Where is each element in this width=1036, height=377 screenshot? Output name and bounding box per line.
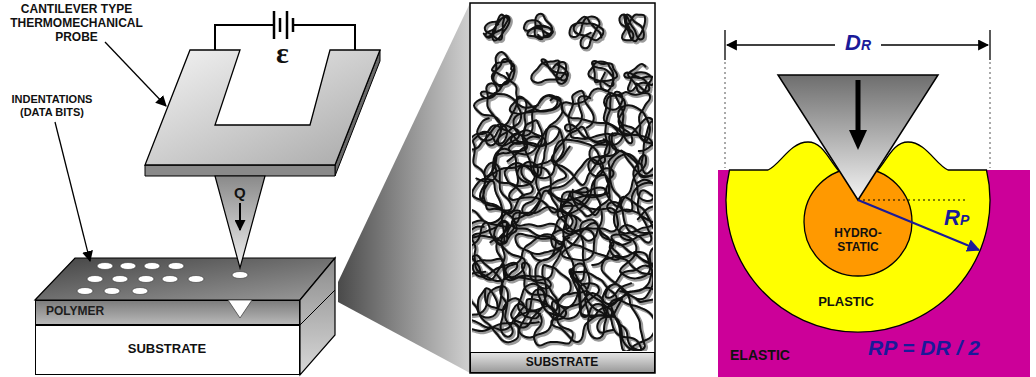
- part-label: INDENTATIONS (DATA BITS): [2, 93, 102, 118]
- indentation-holes: [77, 263, 248, 295]
- polymer-chain: [624, 64, 653, 93]
- heat-arrow: [239, 203, 241, 230]
- battery-plate: [292, 18, 295, 32]
- battery-plate: [279, 18, 282, 32]
- data-bit-hole: [120, 263, 136, 270]
- formula: RP = DR / 2: [868, 336, 1028, 360]
- polymer-chain: [569, 17, 603, 49]
- substrate-block: SUBSTRATE: [35, 325, 300, 375]
- elastic-region: HYDRO- STATIC PLASTIC ELASTIC RP = DR / 2: [718, 135, 1030, 377]
- data-bit-hole: [132, 288, 148, 295]
- polymer-chains: [472, 14, 653, 351]
- polymer-chain: [472, 221, 525, 280]
- leader-arrow: [105, 42, 166, 106]
- cantilever-front: [145, 165, 335, 176]
- battery-symbol: [274, 11, 293, 39]
- data-bit-hole: [188, 276, 204, 283]
- extension-line: [990, 62, 991, 168]
- elastic-region-shape: [718, 142, 1030, 377]
- polymer-chain: [569, 264, 622, 318]
- data-bit-hole: [112, 276, 128, 283]
- cantilever-side: [335, 50, 380, 176]
- battery-plate: [273, 11, 276, 39]
- polymer-chain: [619, 14, 645, 41]
- layer-label: SUBSTRATE: [36, 342, 298, 357]
- data-bit-hole: [232, 272, 248, 279]
- zoom-wedge: [338, 3, 470, 373]
- radius-label: RP: [944, 205, 969, 230]
- polymer-chain: [609, 118, 653, 177]
- battery-plate: [286, 11, 289, 39]
- extension-line: [725, 62, 726, 168]
- polymer-chain: [558, 187, 618, 240]
- data-bit-hole: [87, 276, 103, 283]
- layer-label: SUBSTRATE: [471, 356, 653, 370]
- layer-boundary: [300, 290, 335, 325]
- dimension-tick: [989, 30, 990, 60]
- voltage-symbol: ε: [276, 36, 289, 71]
- region-label: HYDRO- STATIC: [823, 227, 893, 255]
- polymer-chain: [602, 252, 653, 304]
- polymer-chain: [597, 295, 653, 351]
- data-bit-hole: [104, 288, 120, 295]
- data-bit-hole: [162, 276, 178, 283]
- data-bit-hole: [168, 263, 184, 270]
- data-bit-hole: [77, 288, 93, 295]
- hydrostatic-core-shape: [804, 168, 912, 276]
- slab-side-face: [300, 258, 335, 375]
- data-bit-hole: [138, 276, 154, 283]
- dimension-label: DR: [835, 30, 881, 55]
- dimension-tick: [724, 30, 725, 60]
- part-label: CANTILEVER TYPE THERMOMECHANICAL PROBE: [4, 3, 149, 44]
- polymer-top-face: [35, 258, 335, 300]
- inset-substrate: SUBSTRATE: [470, 352, 655, 373]
- polymer-chain: [472, 286, 524, 342]
- polymer-chain: [531, 59, 568, 84]
- probe-tip: [215, 176, 265, 268]
- hydrostatic-core: HYDRO- STATIC: [803, 167, 913, 277]
- region-label: PLASTIC: [786, 295, 906, 310]
- region-label: ELASTIC: [730, 347, 790, 363]
- cantilever-top: [145, 50, 380, 165]
- leader-arrow: [55, 122, 90, 261]
- load-arrow: [856, 80, 861, 132]
- plastic-region: HYDRO- STATIC PLASTIC: [726, 135, 990, 332]
- data-bit-hole: [144, 263, 160, 270]
- polymer-chain: [588, 61, 617, 91]
- polymer-chain: [524, 14, 553, 39]
- polymer-chain: [484, 15, 510, 41]
- load-arrow-head: [849, 130, 867, 150]
- hydrostatic-core-outline: [803, 167, 913, 277]
- heat-label: Q: [234, 184, 246, 201]
- data-bit-hole: [97, 263, 113, 270]
- polymer-layer: POLYMER: [35, 300, 300, 325]
- layer-label: POLYMER: [46, 305, 104, 319]
